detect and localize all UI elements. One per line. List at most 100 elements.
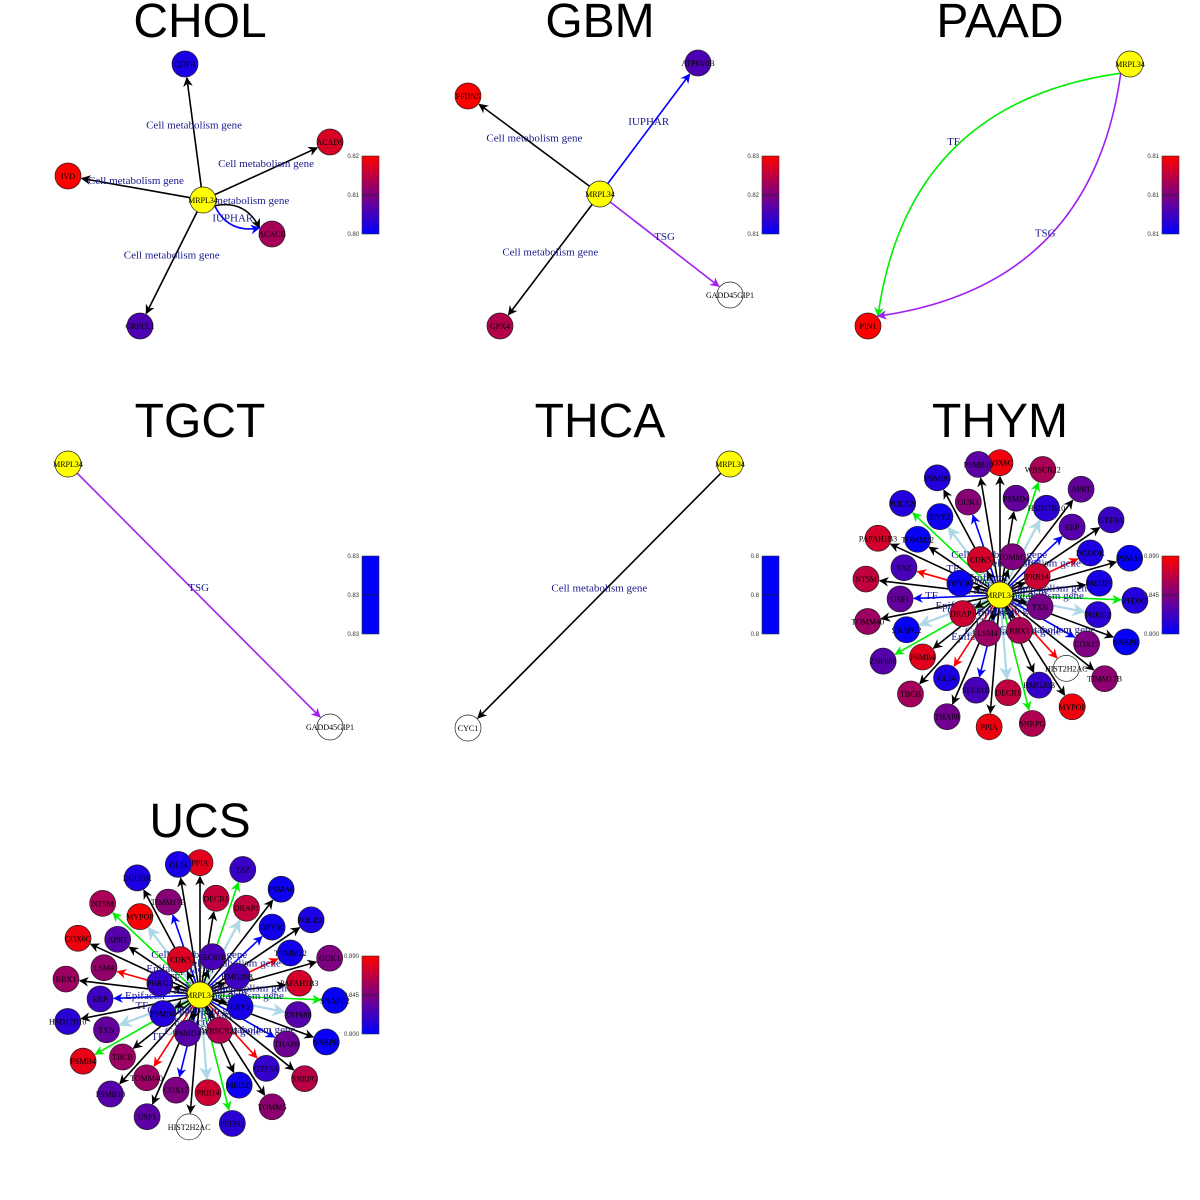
node-circle[interactable] (954, 488, 982, 516)
node-circle[interactable] (164, 851, 192, 878)
gene-node[interactable]: TAZ (229, 856, 257, 883)
node-circle[interactable] (1006, 617, 1033, 644)
gene-node[interactable]: PSMB4 (909, 643, 936, 671)
node-circle[interactable] (904, 525, 932, 553)
gene-node[interactable]: PSMA6 (267, 875, 295, 903)
gene-node[interactable]: APRT (104, 925, 132, 953)
node-circle[interactable] (316, 944, 344, 972)
gene-node[interactable]: ACADS (316, 128, 344, 156)
node-circle[interactable] (1029, 456, 1057, 483)
node-circle[interactable] (486, 312, 514, 340)
node-circle[interactable] (926, 503, 954, 531)
gene-node[interactable]: POLR2I (298, 906, 325, 934)
node-circle[interactable] (454, 82, 482, 110)
node-circle[interactable] (1026, 593, 1054, 621)
node-circle[interactable] (994, 679, 1022, 707)
gene-node[interactable]: PIN1 (854, 312, 882, 340)
node-circle[interactable] (126, 312, 154, 340)
gene-node[interactable]: GLI4 (164, 851, 192, 878)
gene-node[interactable]: HMG20B (221, 962, 253, 990)
gene-node[interactable]: THAP8 (933, 703, 961, 731)
gene-node[interactable]: CDK5 (167, 946, 194, 973)
node-circle[interactable] (69, 1047, 97, 1075)
node-circle[interactable] (716, 450, 744, 478)
gene-node[interactable]: WBSCR22 (1025, 456, 1061, 483)
gene-node[interactable]: HIST2H2AC (1045, 655, 1088, 682)
node-circle[interactable] (162, 1076, 190, 1104)
gene-node[interactable]: ACACB (258, 220, 286, 248)
gene-node[interactable]: PSMA6 (1116, 544, 1144, 572)
node-circle[interactable] (174, 1019, 201, 1047)
node-circle[interactable] (199, 943, 226, 971)
node-circle[interactable] (986, 581, 1014, 609)
gene-node[interactable]: GADD45GIP1 (306, 713, 354, 741)
node-circle[interactable] (189, 186, 217, 214)
gene-node[interactable]: GUK1 (316, 944, 344, 972)
node-circle[interactable] (1112, 628, 1140, 656)
gene-node[interactable]: GTF3A (1097, 506, 1125, 534)
node-circle[interactable] (252, 1055, 280, 1082)
gene-node[interactable]: APRT (1067, 475, 1095, 503)
gene-node[interactable]: TAZ (890, 554, 918, 582)
node-circle[interactable] (223, 962, 251, 990)
gene-node[interactable]: NT5M (852, 565, 880, 593)
hub-node[interactable]: MRPL34 (985, 581, 1015, 609)
gene-node[interactable]: ENY2 (926, 503, 954, 531)
node-circle[interactable] (54, 1008, 82, 1035)
node-circle[interactable] (133, 1064, 160, 1092)
gene-node[interactable]: RBX1 (1006, 617, 1033, 644)
gene-node[interactable]: LSM4 (974, 619, 1001, 647)
gene-node[interactable]: TBCB (109, 1043, 136, 1071)
node-circle[interactable] (854, 312, 882, 340)
node-circle[interactable] (949, 600, 977, 628)
gene-node[interactable]: HSD17B10 (1028, 494, 1065, 522)
node-circle[interactable] (1091, 665, 1118, 693)
node-circle[interactable] (258, 220, 286, 248)
node-circle[interactable] (202, 884, 230, 912)
hub-node[interactable]: MRPL34 (715, 450, 745, 478)
gene-node[interactable]: THAP8 (273, 1030, 300, 1058)
node-circle[interactable] (1023, 562, 1051, 590)
node-circle[interactable] (586, 180, 614, 208)
node-circle[interactable] (1076, 539, 1104, 567)
gene-node[interactable]: NT5M (89, 890, 116, 917)
node-circle[interactable] (171, 50, 199, 78)
node-circle[interactable] (291, 1065, 318, 1093)
node-circle[interactable] (225, 1071, 253, 1099)
gene-node[interactable]: SNRPB (1112, 628, 1140, 656)
gene-node[interactable]: PPIA (975, 713, 1003, 741)
node-circle[interactable] (64, 924, 92, 952)
node-circle[interactable] (1085, 569, 1113, 597)
gene-node[interactable]: GRPEL1 (125, 312, 155, 340)
node-circle[interactable] (104, 925, 132, 953)
node-circle[interactable] (933, 664, 960, 692)
gene-node[interactable]: SNAPC2 (320, 986, 350, 1014)
node-circle[interactable] (321, 986, 349, 1014)
gene-node[interactable]: COX6C (64, 924, 92, 952)
gene-node[interactable]: TBCB (897, 680, 924, 708)
gene-node[interactable]: PSMD4 (174, 1019, 201, 1047)
gene-node[interactable]: QDPR (171, 50, 199, 78)
gene-node[interactable]: TXN (1026, 593, 1054, 621)
node-circle[interactable] (897, 680, 924, 708)
gene-node[interactable]: SNRPG (291, 1065, 318, 1093)
node-circle[interactable] (93, 1016, 120, 1044)
gene-node[interactable]: TIMM17B (151, 888, 186, 916)
node-circle[interactable] (933, 703, 961, 731)
node-circle[interactable] (1002, 484, 1030, 512)
node-circle[interactable] (54, 162, 82, 190)
gene-node[interactable]: PSMB10 (96, 1080, 125, 1108)
node-circle[interactable] (97, 1080, 124, 1108)
gene-node[interactable]: PSMD4 (1002, 484, 1030, 512)
gene-node[interactable]: DRAP1 (949, 600, 977, 628)
gene-node[interactable]: TOMM40 (130, 1064, 163, 1092)
gene-node[interactable]: USF1 (886, 585, 914, 613)
node-circle[interactable] (89, 890, 116, 917)
node-circle[interactable] (854, 608, 882, 635)
node-circle[interactable] (194, 1079, 222, 1107)
hub-node[interactable]: MRPL34 (188, 186, 218, 214)
node-circle[interactable] (90, 954, 118, 982)
node-circle[interactable] (974, 619, 1001, 647)
node-circle[interactable] (167, 946, 194, 973)
hub-node[interactable]: MRPL34 (585, 180, 615, 208)
